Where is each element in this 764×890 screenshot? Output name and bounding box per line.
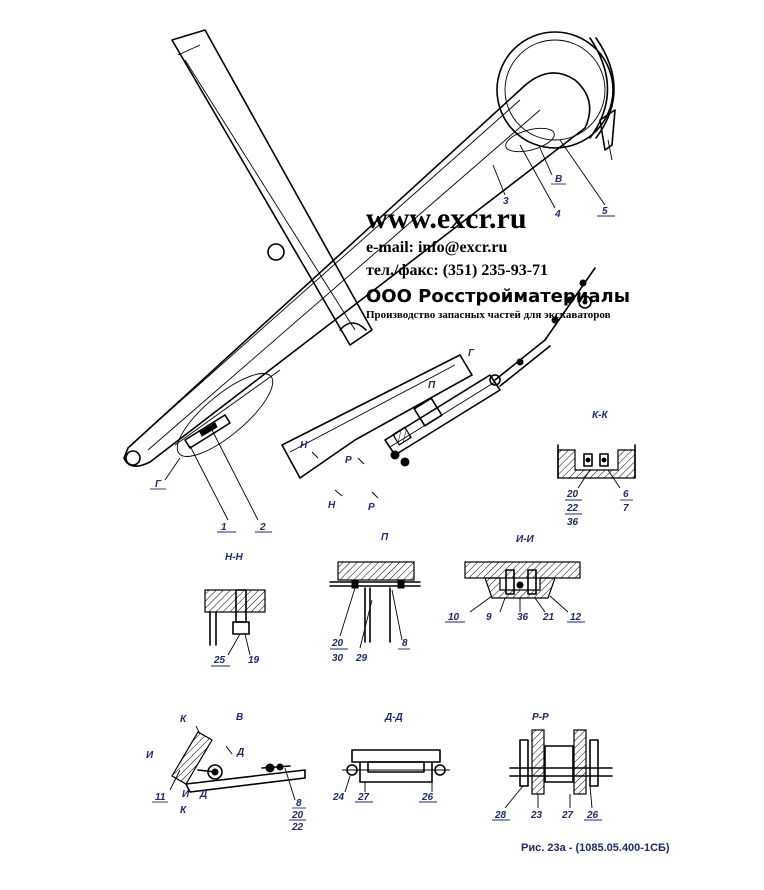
section-rr-label-23: 23 xyxy=(530,810,543,821)
watermark-email: e-mail: info@excr.ru xyxy=(366,239,507,256)
view-p: П 20 30 29 8 xyxy=(329,532,421,664)
detail-g-label-r2: Р xyxy=(368,502,375,513)
view-p-label-30: 30 xyxy=(332,653,344,664)
section-ii-title: И-И xyxy=(516,534,535,545)
detail-g-label-p: П xyxy=(428,380,436,391)
section-kk-label-22: 22 xyxy=(566,503,579,514)
section-ii-label-36: 36 xyxy=(517,612,529,623)
watermark-block: www.excr.ru e-mail: info@excr.ru тел./фа… xyxy=(366,202,630,321)
section-ii-view: И-И 10 9 36 21 12 xyxy=(445,534,585,623)
detail-v-view: В К И Д 11 И Д К 8 20 22 xyxy=(146,712,306,833)
view-p-label-29: 29 xyxy=(355,653,368,664)
section-rr-label-27: 27 xyxy=(561,810,574,821)
view-marker-v: В xyxy=(555,174,562,185)
section-rr-label-26: 26 xyxy=(586,810,599,821)
view-marker-g: Г xyxy=(155,479,162,490)
detail-g-label-r1: Р xyxy=(345,455,352,466)
watermark-tagline: Производство запасных частей для экскава… xyxy=(366,309,611,321)
view-p-title: П xyxy=(381,532,389,543)
section-rr-view: Р-Р 28 23 27 26 xyxy=(492,712,613,821)
detail-v-title: В xyxy=(236,712,243,723)
detail-v-label-i1: И xyxy=(146,750,154,761)
section-rr-label-28: 28 xyxy=(494,810,507,821)
section-kk-title: К-К xyxy=(592,410,608,421)
figure-caption: Рис. 23а - (1085.05.400-1СБ) xyxy=(521,842,670,854)
detail-g-label-n2: Н xyxy=(328,500,336,511)
detail-v-label-11: 11 xyxy=(155,792,166,803)
section-kk-view: К-К 20 22 36 6 7 xyxy=(557,410,636,528)
section-dd-title: Д-Д xyxy=(384,712,403,723)
detail-v-label-20: 20 xyxy=(291,810,304,821)
section-kk-label-6: 6 xyxy=(623,489,629,500)
detail-g-title: Г xyxy=(468,348,475,359)
watermark-site: www.excr.ru xyxy=(366,202,527,235)
section-kk-label-36: 36 xyxy=(567,517,579,528)
section-dd-label-26: 26 xyxy=(421,792,434,803)
detail-v-label-d1: Д xyxy=(236,747,244,758)
part-label-5: 5 xyxy=(602,206,608,217)
section-ii-label-9: 9 xyxy=(486,612,492,623)
main-assembly-view: 1 2 3 4 5 В Г xyxy=(123,29,616,533)
view-p-label-20: 20 xyxy=(331,638,344,649)
section-ii-label-12: 12 xyxy=(570,612,582,623)
section-kk-label-7: 7 xyxy=(623,503,629,514)
detail-g-view: Г П Н Н Р Р xyxy=(281,267,596,513)
detail-g-label-n1: Н xyxy=(300,440,308,451)
section-dd-label-27: 27 xyxy=(357,792,370,803)
part-label-3: 3 xyxy=(503,196,509,207)
view-p-label-8: 8 xyxy=(402,638,408,649)
watermark-company: ООО Росстройматериалы xyxy=(366,286,630,307)
section-nn-label-19: 19 xyxy=(248,655,260,666)
section-dd-view: Д-Д 24 27 26 xyxy=(332,712,450,803)
part-label-4: 4 xyxy=(554,209,561,220)
section-rr-title: Р-Р xyxy=(532,712,549,723)
detail-v-label-22: 22 xyxy=(291,822,304,833)
section-ii-label-10: 10 xyxy=(448,612,460,623)
detail-v-label-8: 8 xyxy=(296,798,302,809)
part-label-1: 1 xyxy=(221,522,227,533)
section-dd-label-24: 24 xyxy=(332,792,345,803)
section-kk-label-20: 20 xyxy=(566,489,579,500)
detail-v-label-k1: К xyxy=(180,714,187,725)
section-nn-label-25: 25 xyxy=(213,655,226,666)
detail-v-label-k2: К xyxy=(180,805,187,816)
detail-v-label-d2: Д xyxy=(199,789,207,800)
section-nn-view: Н-Н 25 19 xyxy=(204,552,266,667)
detail-v-label-i2: И xyxy=(182,789,190,800)
section-ii-label-21: 21 xyxy=(542,612,555,623)
part-label-2: 2 xyxy=(259,522,266,533)
watermark-phone: тел./факс: (351) 235-93-71 xyxy=(366,262,548,279)
section-nn-title: Н-Н xyxy=(225,552,244,563)
